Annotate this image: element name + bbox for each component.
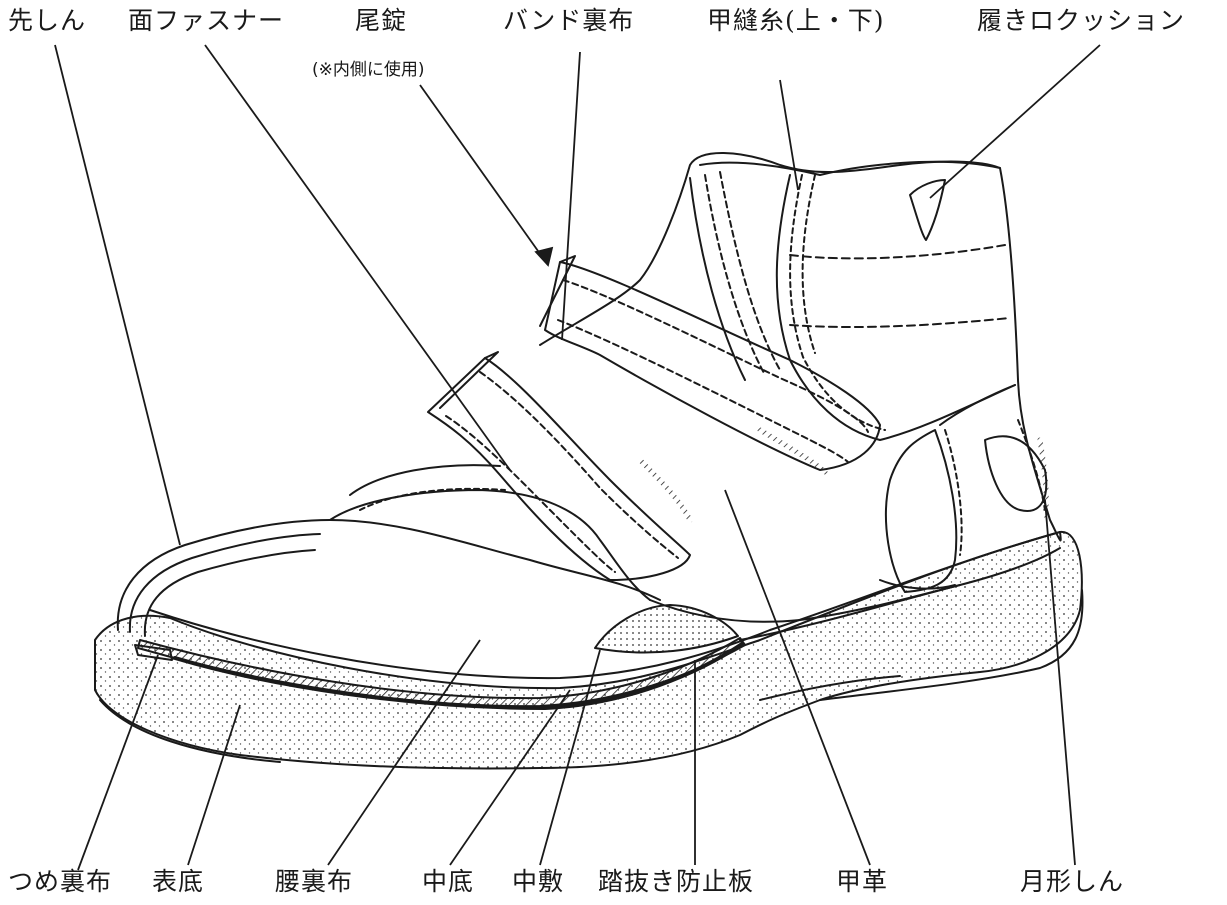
- label-midsole: 中底: [422, 867, 475, 896]
- label-band-lining: バンド裏布: [503, 6, 635, 35]
- vamp: [329, 489, 651, 601]
- label-hook-loop-fastener: 面ファスナー: [128, 6, 285, 35]
- upper-body: [539, 152, 1062, 542]
- label-toe-cap: 先しん: [8, 6, 87, 35]
- label-upper-thread: 甲縫糸(上・下): [707, 6, 885, 35]
- insole-shape: [594, 604, 739, 654]
- strap-lower: [427, 357, 691, 581]
- label-upper-leather: 甲革: [836, 867, 889, 896]
- label-tail-lock: 尾錠: [355, 6, 408, 35]
- toe-shell: [116, 519, 661, 631]
- label-collar-cushion: 履きロクッション: [977, 6, 1186, 35]
- note-inner-use: (※内側に使用): [312, 60, 425, 80]
- label-anti-penetration-plate: 踏抜き防止板: [598, 867, 755, 896]
- leader-lines: [54, 44, 1101, 871]
- outsole-shape: [94, 530, 1083, 770]
- label-heel-counter: 月形しん: [1020, 867, 1125, 896]
- label-toe-lining: つめ裏布: [8, 867, 113, 896]
- label-insole: 中敷: [512, 867, 565, 896]
- label-quarter-lining: 腰裏布: [275, 867, 354, 896]
- midsole-wall: [149, 531, 1061, 680]
- heel-counter-shape: [884, 429, 958, 593]
- strap-upper: [544, 261, 881, 471]
- label-outsole: 表底: [152, 867, 205, 896]
